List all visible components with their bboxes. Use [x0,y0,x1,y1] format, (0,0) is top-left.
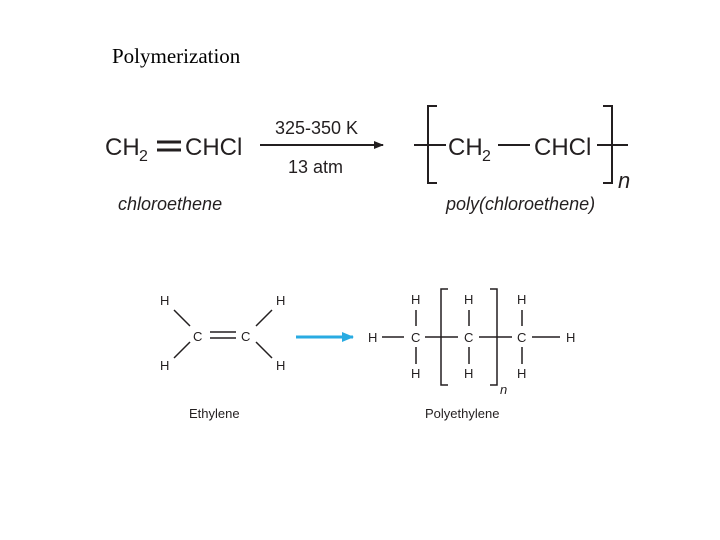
atom-h: H [464,292,473,307]
page-title: Polymerization [112,44,241,68]
atom-h: H [411,366,420,381]
bond-ch [255,341,273,359]
atom-c: C [517,330,526,345]
repeat-unit-n: n [618,168,630,193]
atom-c: C [241,329,250,344]
atom-h: H [566,330,575,345]
atom-h: H [276,358,285,373]
atom-c: C [411,330,420,345]
product-ch2: CH [448,134,483,161]
reactant-ch2: CH [105,134,140,161]
right-bracket [490,288,498,386]
atom-h: H [517,292,526,307]
bond-ch [255,309,273,327]
atom-c: C [464,330,473,345]
ethylene-label: Ethylene [189,406,240,421]
left-bracket [440,288,448,386]
product-ch2-subscript: 2 [482,148,491,165]
polyethylene-structure: H H C H H C H n H C H H Polyethylene [368,288,575,421]
atom-h: H [160,293,169,308]
reaction-temperature: 325-350 K [275,118,358,138]
product-chcl: CHCl [534,134,591,161]
repeat-unit-n: n [500,382,507,397]
atom-h: H [368,330,377,345]
atom-h: H [411,292,420,307]
ethylene-structure: H H H H C C Ethylene [160,293,285,421]
bond-ch [173,309,191,327]
product-name: poly(chloroethene) [445,194,595,214]
bond-ch [173,341,191,359]
atom-c: C [193,329,202,344]
atom-h: H [276,293,285,308]
reaction-pressure: 13 atm [288,157,343,177]
reactant-ch2-subscript: 2 [139,148,148,165]
reactant-chcl: CHCl [185,134,242,161]
atom-h: H [517,366,526,381]
atom-h: H [160,358,169,373]
atom-h: H [464,366,473,381]
polyethylene-label: Polyethylene [425,406,499,421]
reactant-name: chloroethene [118,194,222,214]
vinyl-chloride-reaction: CH 2 CHCl 325-350 K 13 atm CH 2 CHCl n c… [105,105,630,214]
